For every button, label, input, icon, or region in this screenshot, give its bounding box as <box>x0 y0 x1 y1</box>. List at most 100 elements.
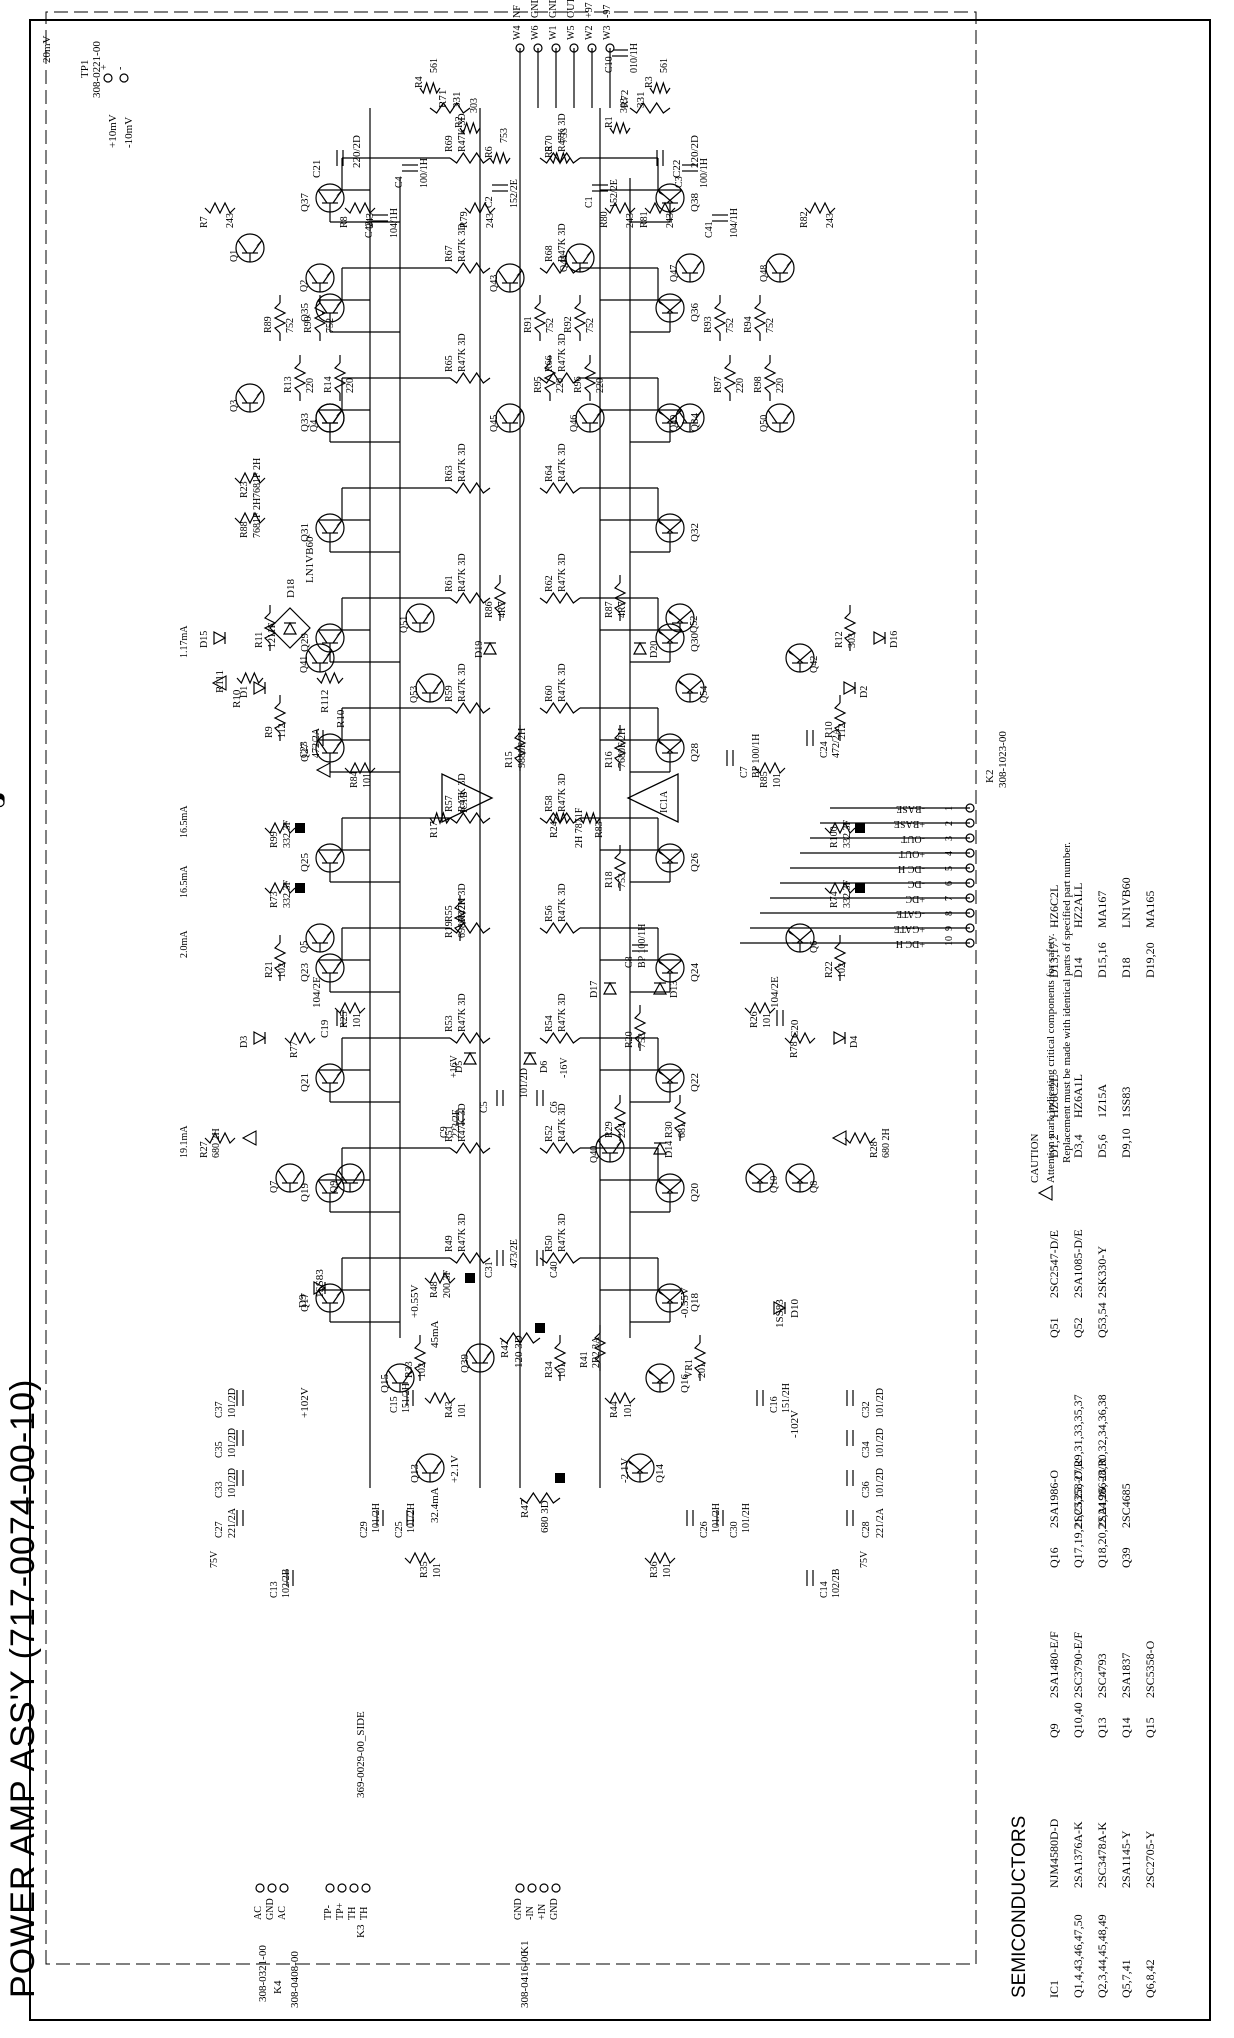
label-r100: R100 <box>829 826 840 848</box>
q42-arrow <box>788 650 794 656</box>
label-r7: R7 <box>199 216 210 228</box>
label-r85: R85 <box>759 771 770 788</box>
k1-pin <box>527 1883 537 1893</box>
output-Q17-arrow <box>336 1290 342 1296</box>
r47-zigzag <box>519 1491 561 1505</box>
label-q46: Q46 <box>569 414 580 432</box>
r99-critical-mark <box>295 823 305 833</box>
semi-cell-0-7: 2SC2547-D/E <box>1047 1229 1061 1298</box>
q14-collector <box>636 1459 653 1474</box>
output-Q38-emitter <box>657 189 674 204</box>
value-R58: R47K 3D <box>557 773 568 812</box>
emitter-res-R57-zigzag <box>449 811 491 825</box>
k3-pin-label-3: TH <box>359 1906 370 1920</box>
label-R69: R69 <box>444 135 455 152</box>
k2-pin-num-1: 1 <box>944 806 955 811</box>
r6-zigzag <box>489 151 511 165</box>
value-r21: 102 <box>277 963 288 978</box>
side-label: 369-0029-00_SIDE <box>355 1711 367 1798</box>
q53-collector <box>417 679 428 694</box>
label-Q18: Q18 <box>689 1293 701 1312</box>
r100-zigzag <box>824 821 856 835</box>
r12-zigzag <box>843 612 857 644</box>
label-r12: R12 <box>834 631 845 648</box>
q15-arrow <box>406 1370 412 1376</box>
q43-collector <box>497 269 508 284</box>
r42-zigzag <box>499 1331 541 1345</box>
semi-cell-3-1: 2SA1145-Y <box>1119 1830 1133 1888</box>
label-v-m102: -102V <box>789 1409 801 1438</box>
value-c4: 100/1H <box>419 158 430 188</box>
r90-zigzag <box>313 302 327 334</box>
q40-collector <box>597 1139 608 1154</box>
semi-cell-4-3: 2SC5358-O <box>1143 1640 1157 1698</box>
r85-zigzag <box>754 761 786 775</box>
semiconductors-heading: SEMICONDUCTORS <box>1009 1815 1030 1998</box>
value-c35: 101/2D <box>227 1428 238 1458</box>
label-r77: R77 <box>289 1041 300 1058</box>
label-R68: R68 <box>544 245 555 262</box>
semi-cell-3-3: 2SA1837 <box>1119 1652 1133 1698</box>
ic1b-body <box>441 772 494 824</box>
value-c42: 104/1H <box>389 208 400 238</box>
label-c14: C14 <box>819 1581 830 1598</box>
label-r34: R34 <box>544 1361 555 1378</box>
emitter-res-R66-zigzag <box>539 371 581 385</box>
label-r91: R91 <box>523 316 534 333</box>
r21-zigzag <box>273 942 287 974</box>
value-c30: 101/2H <box>741 1503 752 1533</box>
label-c31: C31 <box>484 1261 495 1278</box>
value-r85: 101 <box>772 773 783 788</box>
value-r82: 243 <box>825 213 836 228</box>
semi-cell-2-1: 2SC3478A-K <box>1095 1821 1109 1888</box>
r5-zigzag <box>549 151 571 165</box>
label-r13: R13 <box>283 376 294 393</box>
output-Q21-collector <box>317 1069 328 1084</box>
label-vr1: VR1 <box>684 1359 695 1378</box>
label-v75b: 75V <box>859 1550 870 1568</box>
r83-zigzag <box>579 811 601 825</box>
k2-pin-num-7: 7 <box>944 896 955 901</box>
label-r88: R88 <box>239 521 250 538</box>
q48-arrow <box>786 260 792 266</box>
value-r10: 112 <box>837 723 848 738</box>
label-c4: C4 <box>394 176 405 188</box>
k4-pin <box>255 1883 265 1893</box>
semi-cell-0-11: HZ6C2L <box>1047 884 1061 928</box>
warning-r111 <box>211 675 227 691</box>
label-q42: Q42 <box>809 655 820 673</box>
label-ic1a: IC1A <box>659 790 670 813</box>
r88-zigzag <box>234 511 266 525</box>
r48-critical-mark <box>465 1273 475 1283</box>
value-vr1: 201 <box>697 1363 708 1378</box>
label-v-p21: +2.1V <box>449 1455 461 1483</box>
value-r27: 680 2H <box>211 1128 222 1158</box>
value-r35: 101 <box>432 1563 443 1578</box>
value-r73: 332 3F <box>282 879 293 908</box>
value-c31: 473/2E <box>509 1239 520 1268</box>
label-r74: R74 <box>829 891 840 908</box>
q8-collector <box>796 1169 813 1184</box>
semi-cell-2-6: Q53,54 <box>1095 1302 1109 1338</box>
emitter-res-R59-zigzag <box>449 701 491 715</box>
label-q51: Q51 <box>399 615 410 633</box>
r29-zigzag <box>613 1102 627 1134</box>
value-d9: 1SS83 <box>314 1269 326 1298</box>
value-c3: 100/1H <box>699 158 710 188</box>
label-Q21: Q21 <box>299 1073 311 1092</box>
q42-emitter <box>787 649 804 664</box>
q53-arrow <box>436 680 442 686</box>
q13-arrow <box>436 1460 442 1466</box>
value-r87: 4R7 <box>617 601 628 618</box>
k1-part: 308-0416-00 <box>519 1951 531 2008</box>
output-Q20-arrow <box>658 1180 664 1186</box>
r86-zigzag <box>493 582 507 614</box>
k2-pin-label-10: +DC H <box>895 938 925 949</box>
r99-zigzag <box>264 821 296 835</box>
label-r78: R78 <box>789 1041 800 1058</box>
output-Q19-collector <box>317 1179 328 1194</box>
label-c19: C19 <box>319 1019 331 1038</box>
semi-cell-1-10: D14 <box>1071 957 1085 978</box>
output-Q21-arrow <box>336 1070 342 1076</box>
label-q10: Q10 <box>769 1175 780 1193</box>
